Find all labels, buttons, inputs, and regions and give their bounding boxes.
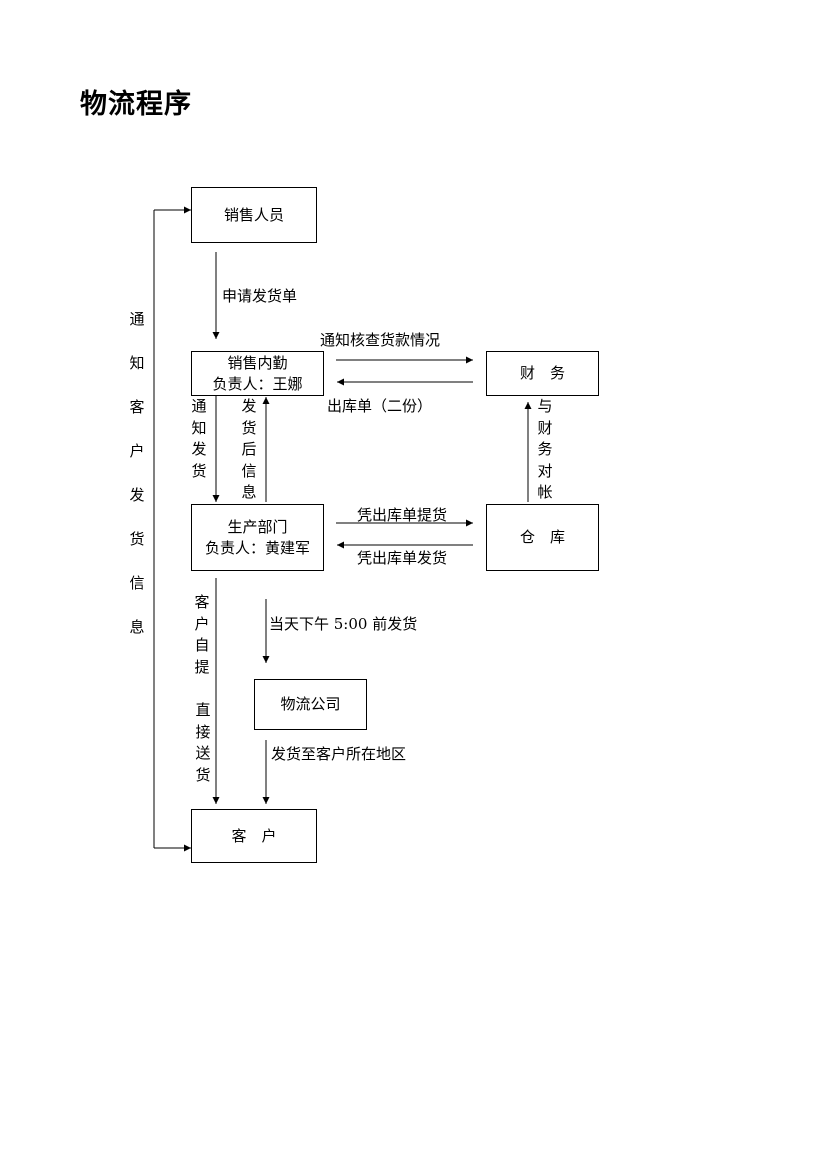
vertical-char: 户 bbox=[194, 614, 210, 633]
sales-office-box: 销售内勤 负责人：王娜 bbox=[191, 351, 324, 396]
production-owner: 负责人：黄建军 bbox=[204, 538, 310, 557]
sales-office-owner: 负责人：王娜 bbox=[212, 374, 303, 393]
finance-box: 财 务 bbox=[486, 351, 599, 396]
edge-label-ship-before-5pm: 当天下午 5:00 前发货 bbox=[269, 615, 418, 633]
edge-label-pick-up: 凭出库单提货 bbox=[357, 506, 448, 524]
vertical-char: 息 bbox=[129, 618, 145, 636]
vertical-char: 货 bbox=[195, 765, 211, 784]
production-box: 生产部门 负责人：黄建军 bbox=[191, 504, 324, 571]
sales-office-label: 销售内勤 bbox=[227, 353, 288, 372]
vertical-char: 发 bbox=[129, 486, 145, 504]
vertical-char: 发 bbox=[191, 440, 207, 458]
vertical-char: 信 bbox=[241, 461, 257, 480]
vertical-char: 财 bbox=[537, 418, 553, 437]
logistics-company-box: 物流公司 bbox=[254, 679, 367, 730]
vertical-char: 务 bbox=[537, 440, 553, 458]
customer-box: 客 户 bbox=[191, 809, 317, 863]
vertical-char: 货 bbox=[241, 418, 257, 437]
vertical-char: 通 bbox=[129, 310, 145, 328]
vertical-char: 送 bbox=[195, 744, 211, 762]
edge-label-apply-order: 申请发货单 bbox=[222, 287, 298, 305]
edge-label-outbound-order: 出库单（二份） bbox=[327, 397, 433, 415]
sales-staff-label: 销售人员 bbox=[223, 205, 284, 224]
edge-label-notify-customer: 通 知 客 户 发 货 信 息 bbox=[129, 297, 145, 649]
vertical-char: 发 bbox=[241, 397, 257, 415]
vertical-char: 客 bbox=[129, 398, 145, 416]
vertical-char: 息 bbox=[241, 483, 257, 501]
vertical-char: 帐 bbox=[537, 483, 553, 501]
edge-label-reconcile: 与 财 务 对 帐 bbox=[537, 396, 553, 504]
warehouse-label: 仓 库 bbox=[519, 528, 565, 546]
vertical-char: 提 bbox=[194, 657, 210, 676]
vertical-char: 客 bbox=[194, 593, 210, 611]
vertical-char: 知 bbox=[129, 354, 145, 372]
vertical-char: 对 bbox=[537, 461, 553, 480]
logistics-company-label: 物流公司 bbox=[280, 695, 341, 713]
vertical-char: 户 bbox=[129, 442, 145, 460]
vertical-char: 货 bbox=[191, 461, 207, 480]
vertical-char: 后 bbox=[241, 440, 257, 458]
edge-label-post-delivery-info: 发 货 后 信 息 bbox=[241, 396, 257, 504]
warehouse-box: 仓 库 bbox=[486, 504, 599, 571]
vertical-char: 接 bbox=[195, 722, 211, 741]
production-label: 生产部门 bbox=[227, 517, 288, 536]
edge-label-ship-to-region: 发货至客户所在地区 bbox=[271, 745, 407, 763]
vertical-char: 直 bbox=[195, 701, 211, 719]
edge-label-customer-self-pickup: 客 户 自 提 bbox=[194, 592, 210, 678]
finance-label: 财 务 bbox=[519, 364, 565, 382]
vertical-char: 信 bbox=[129, 574, 145, 592]
page-title: 物流程序 bbox=[80, 89, 192, 120]
vertical-char: 自 bbox=[194, 636, 210, 654]
edge-label-notify-delivery: 通 知 发 货 bbox=[191, 396, 207, 482]
sales-staff-box: 销售人员 bbox=[191, 187, 317, 243]
vertical-char: 通 bbox=[191, 397, 207, 415]
edge-label-ship: 凭出库单发货 bbox=[357, 549, 448, 567]
customer-label: 客 户 bbox=[231, 826, 277, 845]
vertical-char: 与 bbox=[537, 397, 553, 415]
vertical-char: 货 bbox=[129, 530, 145, 548]
edge-label-direct-delivery: 直 接 送 货 bbox=[195, 700, 211, 786]
vertical-char: 知 bbox=[191, 418, 207, 437]
edge-label-notify-check: 通知核查货款情况 bbox=[320, 331, 441, 349]
